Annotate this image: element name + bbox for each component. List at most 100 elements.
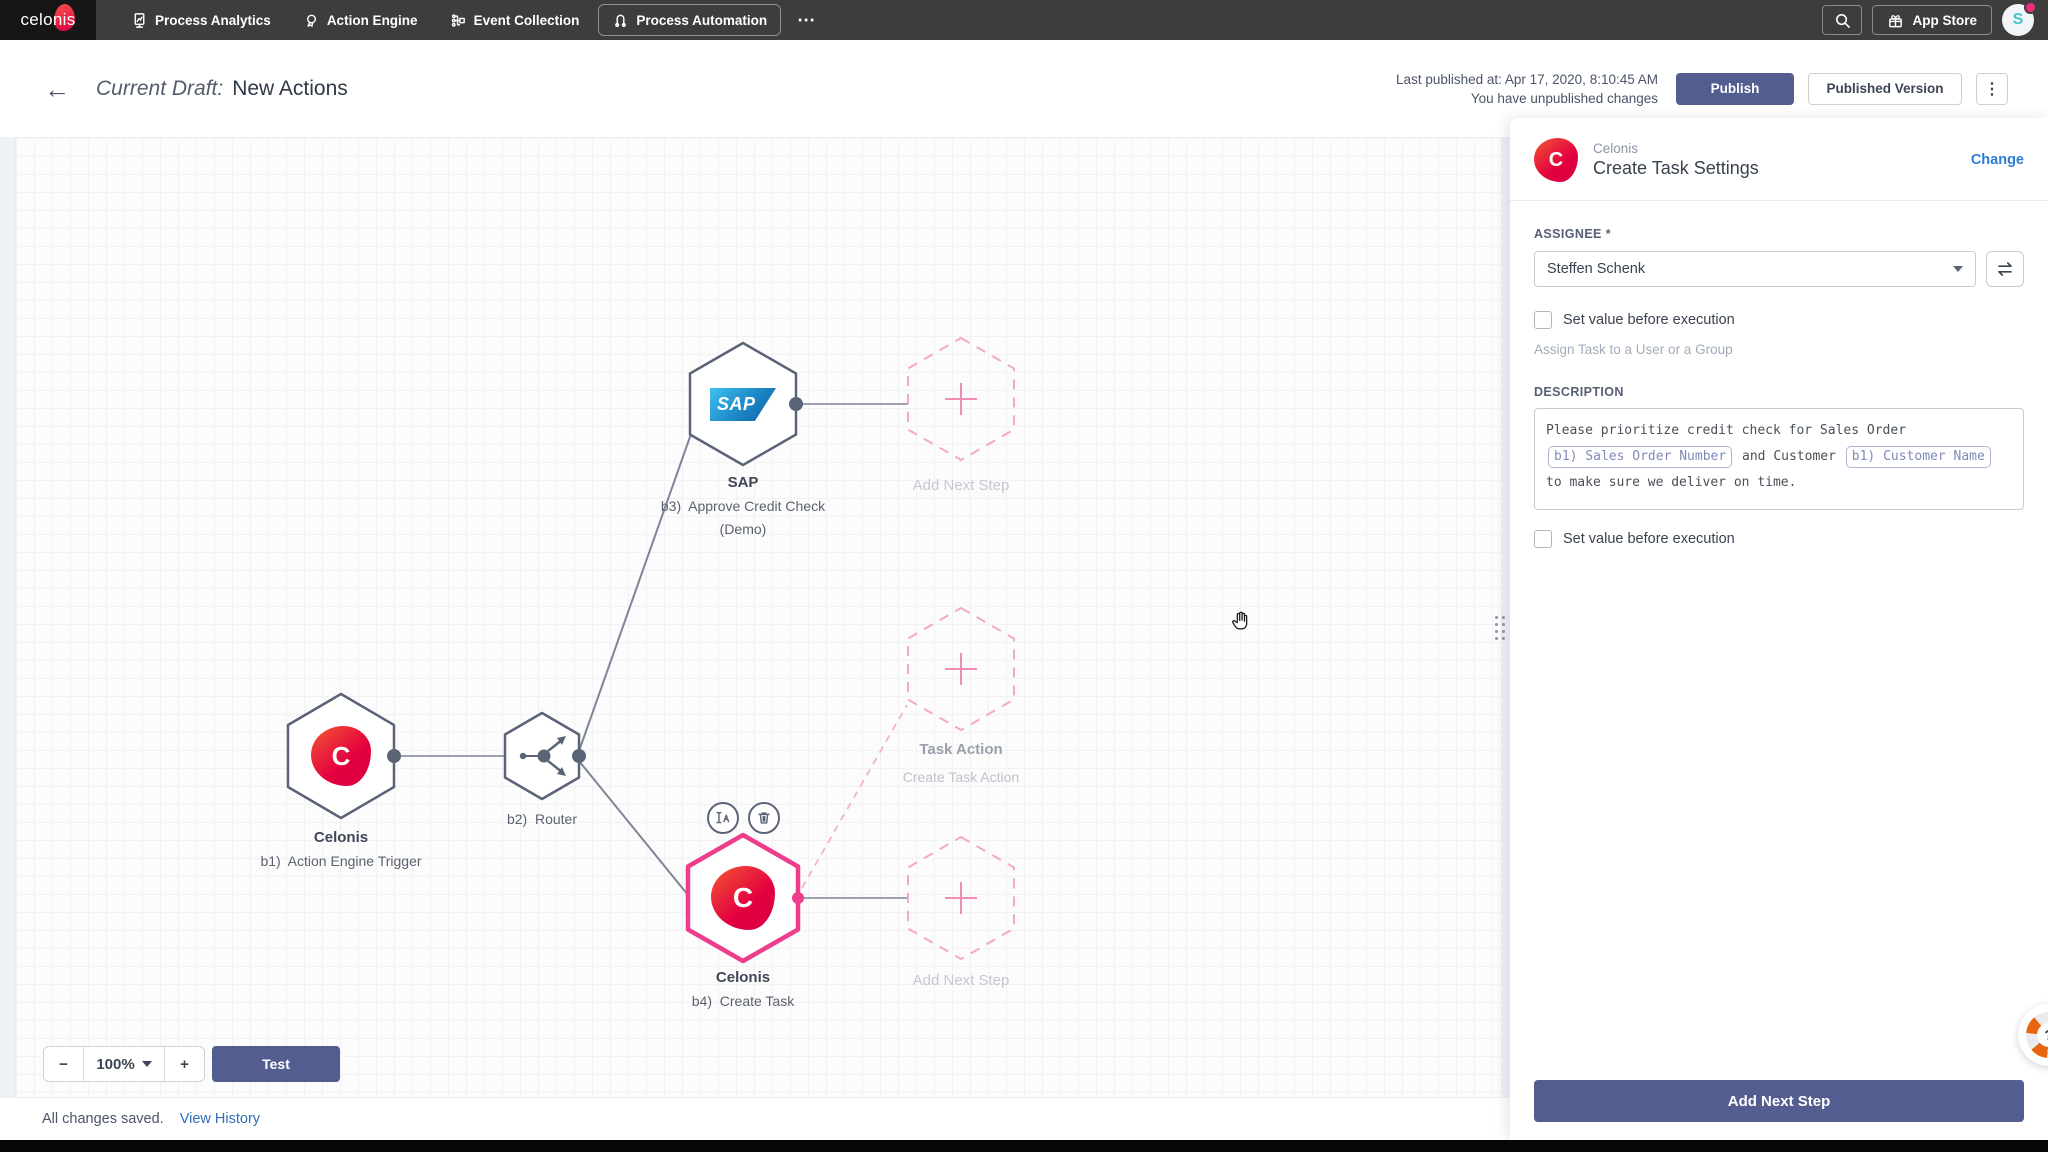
set-value-checkbox-description[interactable]: [1534, 530, 1552, 548]
zoom-level-dropdown[interactable]: 100%: [84, 1047, 164, 1081]
description-text: to make sure we deliver on time.: [1546, 475, 1797, 490]
router-icon: [557, 736, 566, 745]
nav-item-process-automation[interactable]: Process Automation: [598, 4, 782, 36]
description-label: DESCRIPTION: [1534, 385, 1624, 399]
set-value-label: Set value before execution: [1563, 531, 1735, 547]
rename-node-button[interactable]: [707, 802, 739, 834]
swap-mapping-button[interactable]: [1986, 251, 2024, 287]
gift-icon: [1889, 14, 1903, 27]
nav-item-process-analytics[interactable]: Process Analytics: [118, 4, 284, 36]
celonis-logo-create-task: C: [711, 866, 775, 930]
router-node-label: b2) Router: [506, 811, 578, 827]
add-next-step-label-bottom: Add Next Step: [912, 972, 1010, 989]
task-action-hex[interactable]: [907, 606, 1015, 732]
trigger-node-title: Celonis: [313, 829, 369, 846]
footer-bar: All changes saved. View History: [0, 1098, 1510, 1140]
panel-resize-handle[interactable]: [1495, 616, 1505, 640]
add-next-step-button[interactable]: Add Next Step: [1534, 1080, 2024, 1122]
set-value-row-assignee: Set value before execution: [1534, 311, 2024, 329]
publish-button[interactable]: Publish: [1676, 72, 1794, 105]
panel-title: Create Task Settings: [1593, 158, 1759, 178]
trigger-node-subtitle: b1) Action Engine Trigger: [260, 853, 422, 869]
notification-dot: [2024, 1, 2037, 14]
description-text: and Customer: [1742, 449, 1836, 464]
create-task-node-subtitle: b4) Create Task: [691, 993, 795, 1009]
assignee-select[interactable]: Steffen Schenk: [1534, 251, 1976, 287]
edge-router-sap: [578, 433, 692, 752]
assignee-row: Steffen Schenk: [1534, 251, 2024, 287]
nav-item-action-engine[interactable]: Action Engine: [290, 4, 431, 36]
bottom-edge-bar: [0, 1140, 2048, 1152]
view-history-link[interactable]: View History: [179, 1111, 261, 1127]
panel-titles: Celonis Create Task Settings: [1593, 141, 1759, 179]
nav-item-label: Process Automation: [636, 12, 768, 28]
add-next-step-hex-bottom[interactable]: [907, 835, 1015, 961]
app-store-button[interactable]: App Store: [1872, 5, 1992, 35]
celonis-logo-text: celonis: [20, 4, 76, 31]
router-icon: [557, 767, 566, 776]
celonis-app-icon: C: [1534, 138, 1578, 182]
lifebuoy-icon: ?: [2026, 1012, 2048, 1058]
workflow-canvas[interactable]: SAP C C SAP b3) Approve Credit Check (De…: [15, 137, 1502, 1098]
zoom-level-value: 100%: [96, 1055, 135, 1073]
avatar[interactable]: S: [2002, 1, 2037, 36]
router-icon: [519, 752, 527, 760]
top-nav: celonis Process Analytics Action Engine …: [0, 0, 2048, 40]
add-next-step-label-top: Add Next Step: [912, 477, 1010, 494]
saved-status-text: All changes saved.: [42, 1111, 164, 1127]
search-button[interactable]: [1822, 5, 1863, 35]
task-action-title: Task Action: [919, 741, 1003, 758]
delete-node-button[interactable]: [748, 802, 780, 834]
back-arrow-icon[interactable]: ←: [44, 73, 70, 104]
trash-icon: [758, 812, 770, 824]
nav-right: App Store S: [1822, 1, 2048, 36]
chevron-down-icon: [1953, 266, 1963, 272]
description-editor[interactable]: Please prioritize credit check for Sales…: [1534, 408, 2024, 510]
create-task-node-title: Celonis: [715, 969, 771, 986]
panel-body: ASSIGNEE * Steffen Schenk Set value befo…: [1510, 201, 2048, 548]
variable-token-sales-order[interactable]: b1) Sales Order Number: [1548, 446, 1733, 468]
variable-token-customer-name[interactable]: b1) Customer Name: [1845, 446, 1991, 468]
set-value-label: Set value before execution: [1563, 312, 1735, 328]
panel-app-name: Celonis: [1593, 141, 1639, 156]
set-value-checkbox-assignee[interactable]: [1534, 311, 1552, 329]
connector-dot[interactable]: [387, 749, 401, 763]
sap-node-subtitle: b3) Approve Credit Check: [660, 498, 826, 514]
router-icon: [547, 760, 563, 773]
unpublished-changes-text: You have unpublished changes: [1470, 90, 1658, 106]
router-icon: [537, 749, 551, 763]
panel-header: C Celonis Create Task Settings Change: [1510, 118, 2048, 200]
page-title: New Actions: [232, 76, 348, 100]
published-version-button[interactable]: Published Version: [1808, 72, 1962, 105]
connector-dot[interactable]: [572, 749, 586, 763]
plus-icon: [945, 882, 977, 914]
add-next-step-hex-top[interactable]: [907, 336, 1015, 462]
plus-icon: [945, 383, 977, 415]
swap-arrows-icon: [1998, 262, 2012, 276]
nav-item-label: Event Collection: [473, 12, 580, 28]
test-button[interactable]: Test: [212, 1046, 340, 1082]
search-icon: [1836, 13, 1850, 28]
sap-node-title: SAP: [727, 474, 759, 491]
avatar-initial: S: [2012, 11, 2024, 28]
celonis-logo[interactable]: celonis: [0, 0, 96, 40]
plus-icon: [945, 653, 977, 685]
task-action-subtitle: Create Task Action: [902, 769, 1020, 785]
connector-dot[interactable]: [789, 397, 803, 411]
sap-node-subtitle2: (Demo): [719, 521, 767, 537]
zoom-out-button[interactable]: −: [44, 1047, 84, 1081]
assignee-value: Steffen Schenk: [1547, 261, 1646, 277]
kebab-menu-button[interactable]: ⋮: [1976, 72, 2008, 105]
connector-dot-selected[interactable]: [792, 892, 804, 904]
hand-cursor: [1232, 611, 1248, 630]
publish-status: Last published at: Apr 17, 2020, 8:10:45…: [1396, 70, 1658, 108]
zoom-in-button[interactable]: +: [164, 1047, 204, 1081]
nav-more-icon[interactable]: ⋯: [797, 9, 818, 30]
nav-items: Process Analytics Action Engine Event Co…: [118, 4, 827, 36]
change-link[interactable]: Change: [1970, 152, 2024, 168]
set-value-row-description: Set value before execution: [1534, 530, 2024, 548]
nav-item-event-collection[interactable]: Event Collection: [437, 4, 593, 36]
process-automation-icon: [615, 14, 627, 27]
edge-router-createtask: [578, 760, 689, 896]
action-engine-icon: [306, 14, 316, 27]
